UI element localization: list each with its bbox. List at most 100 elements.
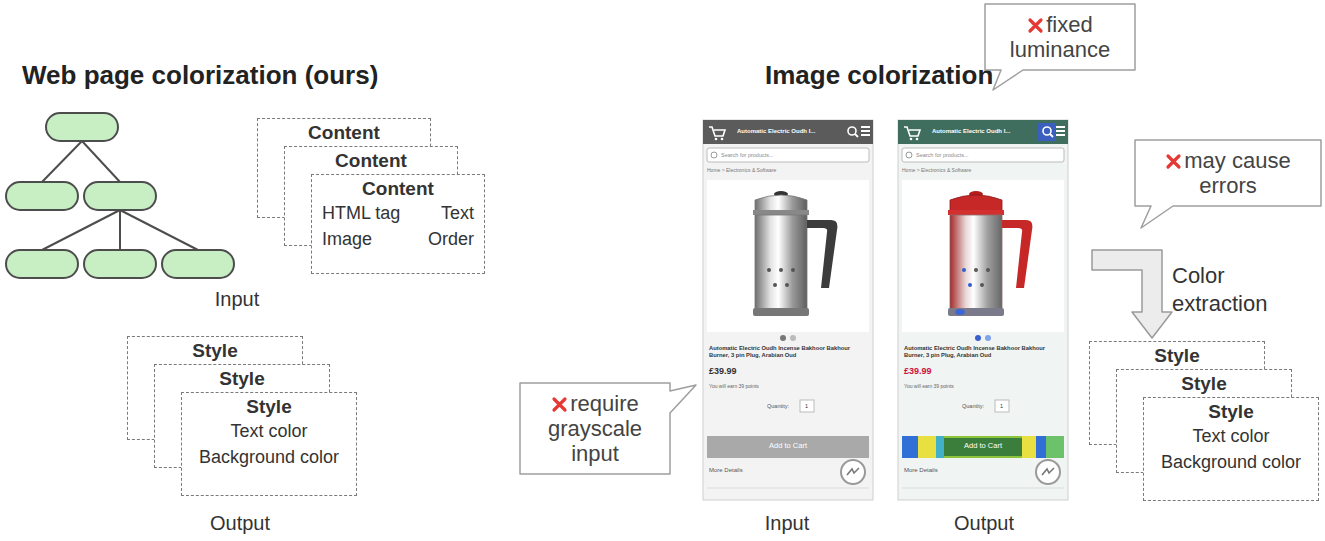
screenshot-input bbox=[707, 436, 869, 458]
x-mark bbox=[1027, 17, 1044, 34]
callout-text-block: require grayscale input bbox=[530, 391, 660, 466]
screenshot-input bbox=[707, 488, 869, 489]
screen-text: Automatic Electric Oudh Incense Bakhoor … bbox=[904, 345, 1064, 359]
tree-branch bbox=[82, 141, 120, 182]
screenshot-output bbox=[974, 268, 978, 272]
screenshot-input bbox=[800, 400, 814, 412]
screenshot-input bbox=[847, 468, 859, 475]
screenshot-input bbox=[791, 268, 795, 272]
screenshot-output bbox=[948, 308, 1004, 316]
screenshot-output bbox=[968, 283, 972, 287]
content-item: HTML tag bbox=[322, 200, 400, 226]
screen-text: You will earn 39 points bbox=[709, 383, 759, 389]
callout-bubble: may cause errors bbox=[1135, 140, 1321, 206]
screenshot-output bbox=[955, 309, 965, 315]
screen-text: £39.99 bbox=[709, 366, 737, 377]
screen-text: More Details bbox=[904, 467, 938, 474]
screenshot-input bbox=[711, 152, 717, 158]
io-label: Input bbox=[215, 287, 259, 311]
screenshot-output bbox=[1036, 460, 1060, 484]
screenshot-input bbox=[779, 268, 783, 272]
screenshot-input bbox=[785, 283, 789, 287]
screen-text: Automatic Electric Oudh Incense Bakhoor … bbox=[709, 345, 869, 359]
tree-node bbox=[6, 113, 234, 278]
callout-text: may cause errors bbox=[1184, 148, 1290, 198]
screenshot-output bbox=[902, 488, 1064, 489]
bubble-outline bbox=[520, 383, 696, 474]
screenshot-output bbox=[936, 436, 944, 458]
screenshot-input bbox=[703, 120, 873, 500]
screenshot-output bbox=[918, 436, 936, 458]
tree-node bbox=[84, 250, 156, 278]
callout-text-block: may cause errors bbox=[1145, 148, 1311, 198]
screenshot-output bbox=[1046, 436, 1064, 458]
section-heading: Image colorization bbox=[765, 60, 993, 91]
bubble-outline bbox=[985, 4, 1135, 90]
screen-text: Search for products... bbox=[916, 152, 969, 159]
screen-text: Quantity: bbox=[767, 403, 789, 410]
card-heading: Content bbox=[295, 150, 447, 172]
section-heading: Web page colorization (ours) bbox=[22, 60, 378, 91]
screenshot-output bbox=[985, 335, 991, 341]
screenshot-output bbox=[906, 152, 912, 158]
x-mark bbox=[551, 396, 568, 413]
card-heading: Style bbox=[165, 368, 319, 390]
style-item: Background color bbox=[192, 444, 346, 470]
screen-text: More Details bbox=[904, 467, 938, 474]
screen-text: 1 bbox=[1000, 403, 1003, 410]
screenshot-input bbox=[848, 127, 856, 135]
screen-text: Home > Electronics & Software bbox=[902, 167, 971, 173]
screenshot-input bbox=[703, 120, 873, 144]
card-heading: Content bbox=[322, 178, 474, 200]
io-label: Input bbox=[765, 511, 809, 535]
tree-node bbox=[6, 250, 78, 278]
x-mark bbox=[1168, 156, 1179, 167]
section-heading: Web page colorization (ours) bbox=[22, 60, 378, 91]
extraction-arrow bbox=[1092, 250, 1172, 338]
tree-branch bbox=[119, 210, 121, 250]
screenshot-output bbox=[1056, 127, 1065, 135]
screenshot-output bbox=[902, 436, 1064, 458]
screenshot-output bbox=[1036, 436, 1046, 458]
screen-text: Quantity: bbox=[962, 403, 984, 410]
io-label: Input bbox=[215, 287, 259, 311]
tree-node bbox=[162, 250, 234, 278]
bubble-outline bbox=[1135, 140, 1321, 228]
screenshot-input bbox=[855, 134, 858, 137]
card-heading: Style bbox=[1127, 373, 1281, 395]
tree-node bbox=[84, 182, 156, 210]
screenshot-input bbox=[721, 138, 724, 141]
card-row: HTML tagText bbox=[322, 200, 474, 226]
card-row: ImageOrder bbox=[322, 226, 474, 252]
screenshot-output bbox=[1050, 134, 1053, 137]
tree-branch bbox=[42, 210, 120, 250]
screenshot-input bbox=[755, 195, 807, 212]
screen-text: Home > Electronics & Software bbox=[707, 167, 776, 173]
screen-text: Automatic Electric Oudh Incense Bakhoor … bbox=[709, 345, 869, 359]
screen-text: £39.99 bbox=[709, 366, 737, 377]
screenshot-input bbox=[715, 138, 718, 141]
screenshot-input bbox=[841, 460, 865, 484]
screen-text: Search for products... bbox=[721, 152, 774, 159]
card-heading: Style bbox=[192, 396, 346, 418]
screen-text: Quantity: bbox=[767, 403, 789, 410]
screenshot-input bbox=[790, 335, 796, 341]
screenshot-input bbox=[703, 120, 873, 500]
step-label: Color extraction bbox=[1172, 262, 1302, 317]
io-label: Output bbox=[210, 511, 270, 535]
screenshot-output bbox=[1043, 127, 1051, 135]
tree-node bbox=[46, 113, 118, 141]
screenshot-input bbox=[780, 335, 786, 341]
screenshot-input bbox=[767, 268, 771, 272]
screen-text: Automatic Electric Oudh I... bbox=[932, 128, 1010, 135]
card-heading: Style bbox=[1154, 401, 1308, 423]
screenshot-input bbox=[707, 148, 869, 162]
screen-text: Add to Cart bbox=[707, 441, 869, 450]
screenshot-output bbox=[902, 436, 918, 458]
screen-text: 1 bbox=[1000, 403, 1003, 410]
screen-text: Add to Cart bbox=[707, 441, 869, 450]
screen-text: Automatic Electric Oudh Incense Bakhoor … bbox=[904, 345, 1064, 359]
screenshot-input bbox=[807, 220, 837, 288]
screenshot-input bbox=[709, 127, 725, 136]
